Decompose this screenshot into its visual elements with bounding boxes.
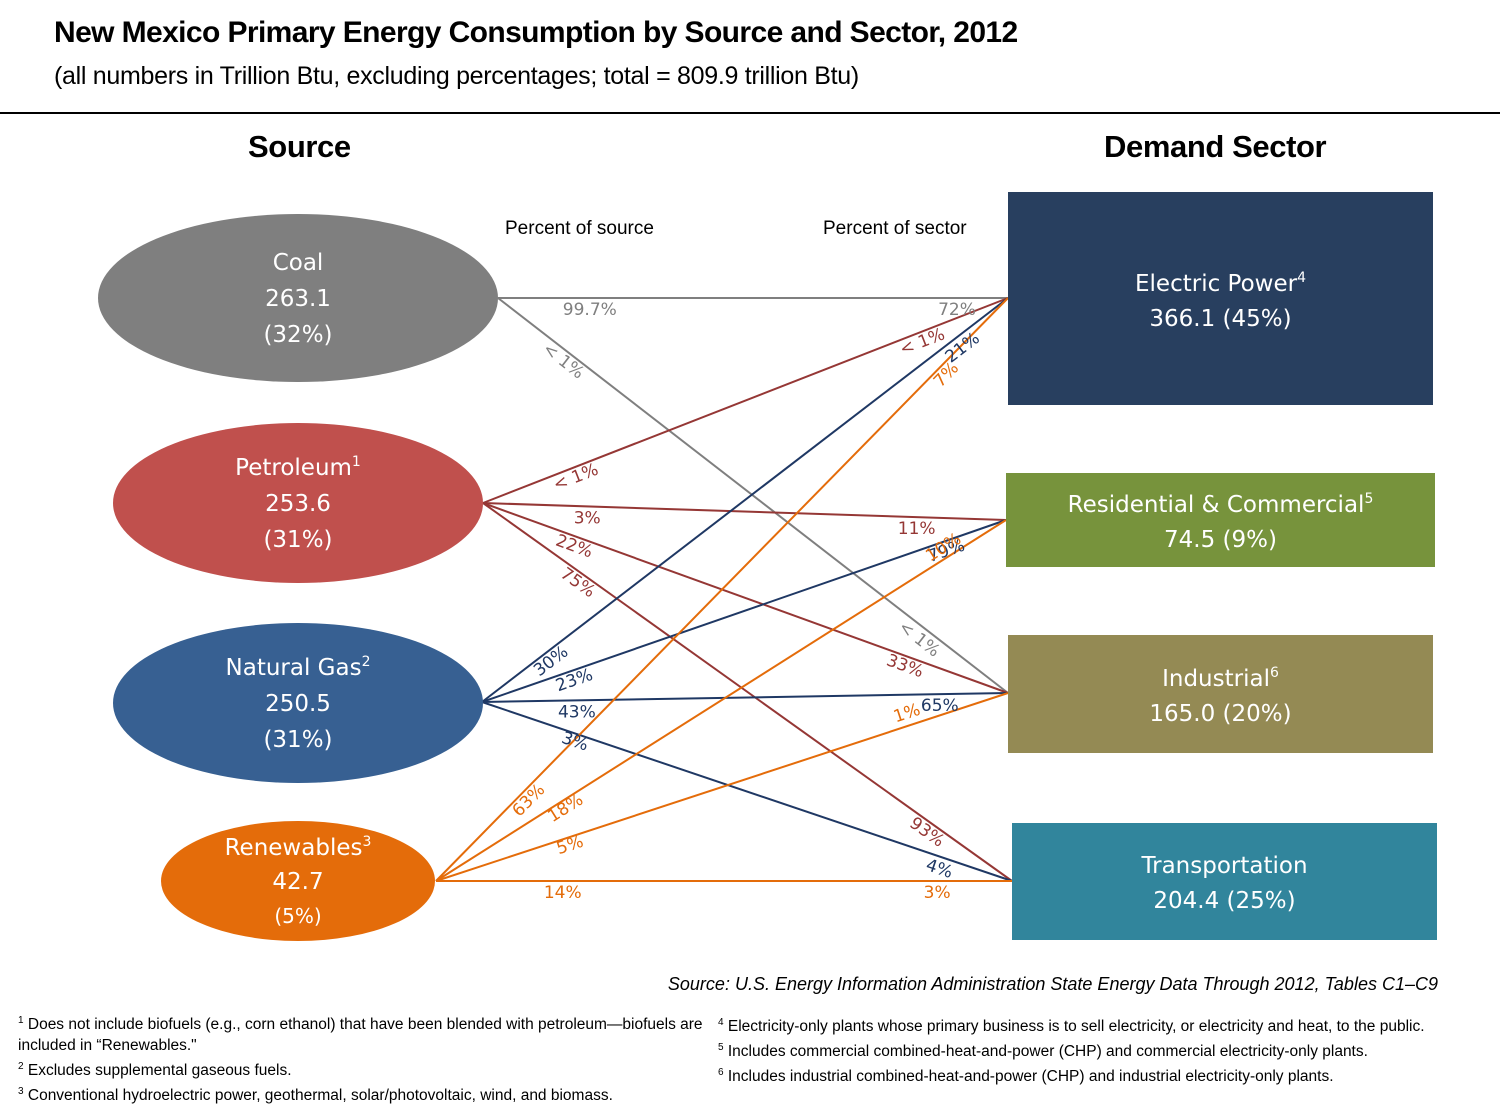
sector-box-transportation: [1012, 823, 1437, 940]
source-name: Petroleum1: [235, 454, 361, 481]
percent-of-sector-label-coal-electric_power: 72%: [938, 300, 976, 320]
percent-of-source-label-renewables-residential_commercial: 18%: [544, 790, 587, 827]
source-value: 42.7: [272, 869, 323, 895]
page-title: New Mexico Primary Energy Consumption by…: [54, 16, 1018, 49]
percent-of-source-label-coal-electric_power: 99.7%: [563, 300, 617, 320]
sector-node-electric_power: Electric Power4 366.1 (45%): [1008, 192, 1433, 405]
sector-box-electric_power: [1008, 192, 1433, 405]
percent-of-source-label-natural_gas-residential_commercial: 23%: [553, 665, 595, 696]
source-ellipse-renewables: [161, 821, 435, 941]
sector-name: Electric Power4: [1135, 270, 1306, 297]
footnote-1: 1 Does not include biofuels (e.g., corn …: [18, 1015, 703, 1055]
percent-of-source-label: Percent of source: [505, 218, 654, 239]
percent-of-sector-label-renewables-transportation: 3%: [924, 883, 951, 903]
sector-value-share: 74.5 (9%): [1164, 527, 1277, 553]
source-node-petroleum: Petroleum1 253.6 (31%): [113, 423, 483, 583]
source-share: (5%): [274, 904, 321, 928]
flow-line-petroleum-to-transportation: [482, 502, 1013, 882]
source-name: Renewables3: [225, 834, 372, 861]
page-subtitle: (all numbers in Trillion Btu, excluding …: [54, 62, 859, 90]
source-column-heading: Source: [248, 129, 351, 164]
sector-box-residential_commercial: [1006, 473, 1435, 567]
source-node-coal: Coal 263.1 (32%): [98, 214, 498, 382]
flow-lines: [435, 297, 1013, 882]
percent-of-source-label-petroleum-residential_commercial: 3%: [574, 508, 601, 528]
flow-line-renewables-to-residential_commercial: [435, 519, 1007, 882]
percent-of-sector-label-natural_gas-industrial: 65%: [921, 696, 959, 716]
percent-of-sector-label-petroleum-industrial: 33%: [884, 650, 926, 682]
percent-of-source-label-petroleum-transportation: 75%: [557, 564, 599, 602]
percent-of-source-label-petroleum-electric_power: < 1%: [551, 460, 602, 496]
sector-node-residential_commercial: Residential & Commercial5 74.5 (9%): [1006, 473, 1435, 567]
footnotes-left: 1 Does not include biofuels (e.g., corn …: [18, 1010, 708, 1106]
flow-line-natural_gas-to-transportation: [481, 701, 1013, 882]
percent-of-sector-label-petroleum-electric_power: < 1%: [897, 324, 948, 360]
flow-line-coal-to-industrial: [497, 297, 1009, 694]
percent-of-source-label-coal-industrial: < 1%: [539, 339, 588, 383]
footnote-6: 6 Includes industrial combined-heat-and-…: [718, 1067, 1334, 1086]
source-ellipse-petroleum: [113, 423, 483, 583]
title-divider: [0, 112, 1500, 114]
percent-of-sector-label-petroleum-residential_commercial: 11%: [898, 519, 936, 539]
sector-value-share: 165.0 (20%): [1149, 701, 1291, 727]
sector-node-transportation: Transportation 204.4 (25%): [1012, 823, 1437, 940]
sector-name: Industrial6: [1162, 665, 1279, 692]
flow-line-petroleum-to-residential_commercial: [482, 502, 1007, 521]
source-ellipse-coal: [98, 214, 498, 382]
sector-name: Transportation: [1140, 853, 1307, 879]
footnote-2: 2 Excludes supplemental gaseous fuels.: [18, 1061, 292, 1080]
percent-of-sector-label: Percent of sector: [823, 218, 967, 239]
sector-value-share: 204.4 (25%): [1153, 888, 1295, 914]
flow-line-natural_gas-to-industrial: [481, 692, 1009, 703]
flow-line-renewables-to-industrial: [435, 692, 1009, 882]
source-name: Coal: [273, 250, 324, 276]
sector-column-heading: Demand Sector: [1104, 129, 1327, 164]
flow-line-natural_gas-to-electric_power: [481, 297, 1009, 703]
percent-of-source-label-natural_gas-industrial: 43%: [558, 702, 596, 722]
source-share: (32%): [263, 322, 332, 348]
sector-name: Residential & Commercial5: [1068, 491, 1374, 518]
footnote-3: 3 Conventional hydroelectric power, geot…: [18, 1086, 613, 1105]
nodes: Coal263.1(32%)Petroleum1253.6(31%)Natura…: [98, 192, 1437, 941]
flow-line-renewables-to-electric_power: [435, 297, 1009, 882]
footnotes-right: 4 Electricity-only plants whose primary …: [718, 1012, 1478, 1087]
source-name: Natural Gas2: [226, 654, 371, 681]
sector-node-industrial: Industrial6 165.0 (20%): [1008, 635, 1433, 753]
flow-line-petroleum-to-industrial: [482, 502, 1009, 694]
source-ellipse-natural_gas: [113, 623, 483, 783]
sector-value-share: 366.1 (45%): [1149, 306, 1291, 332]
source-value: 263.1: [265, 286, 331, 312]
footnote-4: 4 Electricity-only plants whose primary …: [718, 1017, 1425, 1036]
flow-line-natural_gas-to-residential_commercial: [481, 519, 1007, 703]
percent-of-source-label-renewables-electric_power: 63%: [509, 780, 550, 821]
footnote-5: 5 Includes commercial combined-heat-and-…: [718, 1042, 1368, 1061]
percent-of-source-label-renewables-transportation: 14%: [544, 883, 582, 903]
source-value: 253.6: [265, 491, 331, 517]
flow-line-petroleum-to-electric_power: [482, 297, 1009, 504]
source-node-natural_gas: Natural Gas2 250.5 (31%): [113, 623, 483, 783]
flow-labels: 99.7%72%< 1%< 1%< 1%< 1%3%11%22%33%75%93…: [509, 300, 984, 903]
source-share: (31%): [263, 527, 332, 553]
source-value: 250.5: [265, 691, 331, 717]
sector-box-industrial: [1008, 635, 1433, 753]
source-citation: Source: U.S. Energy Information Administ…: [667, 974, 1438, 994]
source-node-renewables: Renewables3 42.7 (5%): [161, 821, 435, 941]
source-share: (31%): [263, 727, 332, 753]
percent-of-source-label-renewables-industrial: 5%: [554, 832, 586, 859]
percent-of-sector-label-petroleum-transportation: 93%: [906, 813, 948, 851]
